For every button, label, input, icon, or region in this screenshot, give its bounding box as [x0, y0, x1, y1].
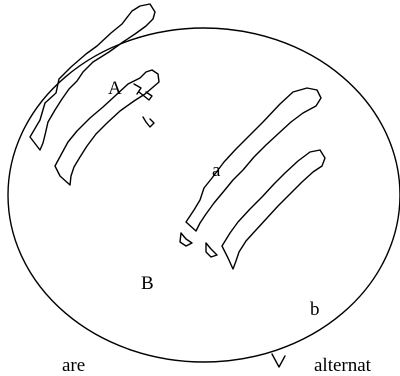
arrow-fragment-2 — [143, 117, 154, 127]
caption-right-fragment: alternat — [314, 356, 371, 375]
label-a: a — [212, 161, 220, 180]
cell-boundary — [8, 28, 400, 362]
label-b: b — [310, 300, 320, 319]
label-B: B — [141, 274, 154, 293]
bottom-mark — [272, 354, 285, 367]
caption-left-fragment: are — [62, 356, 85, 375]
arrow-fragment-1 — [134, 84, 152, 100]
loop-fragment-1 — [180, 233, 192, 246]
chromosome-4 — [222, 150, 325, 269]
label-A: A — [108, 79, 122, 98]
loop-fragment-2 — [206, 243, 217, 257]
chromosome-1 — [30, 4, 155, 150]
